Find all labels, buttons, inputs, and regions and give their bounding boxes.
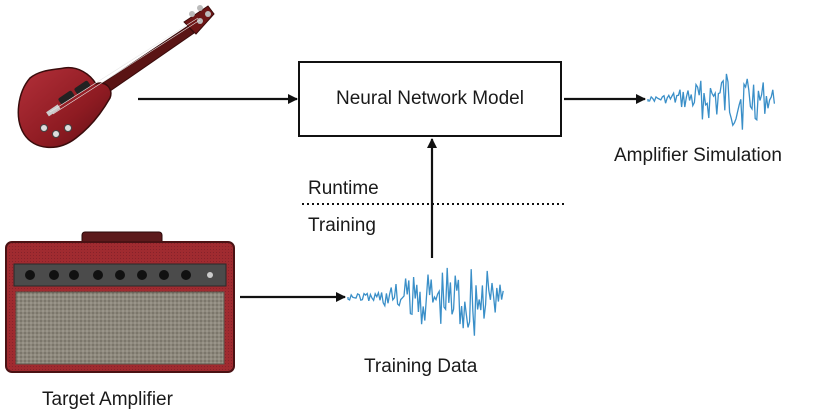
training-data-label: Training Data (364, 356, 478, 377)
runtime-label: Runtime (308, 178, 379, 199)
audio-waveform-icon (347, 267, 504, 336)
target-amplifier-label: Target Amplifier (42, 389, 173, 410)
amplifier-simulation-label: Amplifier Simulation (614, 145, 782, 166)
electric-guitar-icon (17, 5, 215, 149)
model-label: Neural Network Model (336, 88, 524, 109)
training-label: Training (308, 215, 376, 236)
audio-waveform-icon (647, 73, 776, 130)
guitar-amplifier-icon (5, 231, 235, 373)
neural-network-model-box: Neural Network Model (298, 61, 562, 137)
